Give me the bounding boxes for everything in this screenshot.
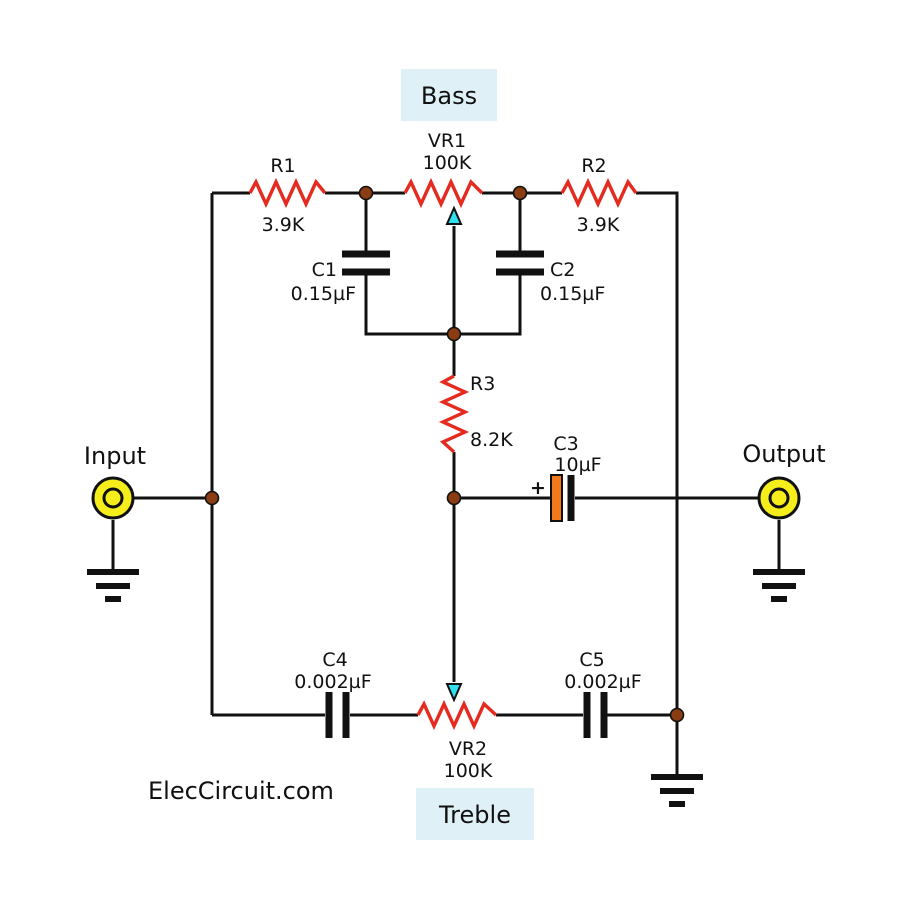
- resistor-r3: [438, 374, 470, 454]
- ground-input-icon: [87, 569, 139, 602]
- resistor-r1: [248, 177, 327, 209]
- vr1-value: 100K: [423, 152, 472, 174]
- capacitor-c1: [342, 250, 390, 276]
- input-jack-icon: [91, 476, 135, 520]
- junction-node: [669, 707, 685, 723]
- potentiometer-vr2: [416, 683, 498, 731]
- c4-name: C4: [322, 649, 347, 671]
- ground-output-icon: [753, 569, 805, 602]
- bass-label-box: Bass: [401, 69, 497, 121]
- c3-plus-sign: +: [530, 477, 546, 499]
- junction-node: [358, 185, 374, 201]
- c5-value: 0.002µF: [564, 671, 641, 693]
- capacitor-c3: +: [530, 474, 575, 522]
- r2-value: 3.9K: [577, 214, 620, 236]
- output-jack-icon: [757, 476, 801, 520]
- capacitor-c5: [583, 692, 608, 738]
- c1-name: C1: [312, 259, 337, 281]
- wires: [111, 191, 781, 775]
- c1-value: 0.15µF: [291, 283, 356, 305]
- c5-name: C5: [579, 649, 604, 671]
- resistor-r2: [560, 177, 638, 209]
- junction-nodes: [204, 185, 685, 723]
- vr1-wiper-arrow: [445, 205, 463, 225]
- c4-value: 0.002µF: [294, 671, 371, 693]
- r3-name: R3: [470, 373, 495, 395]
- capacitor-c2: [496, 250, 544, 276]
- junction-node: [512, 185, 528, 201]
- vr2-value: 100K: [444, 760, 493, 782]
- r1-value: 3.9K: [262, 214, 305, 236]
- vr2-wiper-arrow: [445, 683, 463, 703]
- potentiometer-vr1: [403, 177, 484, 225]
- capacitor-c4: [325, 692, 350, 738]
- junction-node: [204, 490, 220, 506]
- r3-value: 8.2K: [470, 429, 513, 451]
- vr1-name: VR1: [428, 130, 466, 152]
- junction-node: [446, 490, 462, 506]
- r2-name: R2: [581, 155, 606, 177]
- ground-bottom-icon: [651, 774, 703, 807]
- c2-value: 0.15µF: [540, 283, 605, 305]
- junction-node: [446, 326, 462, 342]
- c3-name: C3: [553, 433, 578, 455]
- treble-label: Treble: [438, 801, 511, 829]
- output-label: Output: [742, 440, 825, 468]
- c2-name: C2: [550, 259, 575, 281]
- bass-label: Bass: [421, 82, 477, 110]
- c3-value: 10µF: [554, 454, 601, 476]
- input-label: Input: [84, 442, 146, 470]
- treble-label-box: Treble: [416, 788, 534, 840]
- r1-name: R1: [270, 155, 295, 177]
- watermark-label: ElecCircuit.com: [148, 777, 334, 805]
- vr2-name: VR2: [449, 738, 487, 760]
